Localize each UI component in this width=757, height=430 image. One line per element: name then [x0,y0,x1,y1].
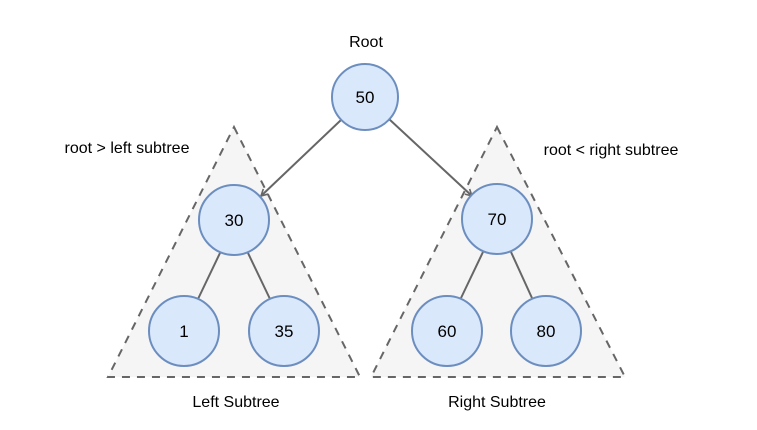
node-value: 35 [275,322,294,341]
node-value: 60 [438,322,457,341]
edge-70-to-60 [460,251,484,299]
right-subtree-child-node-1: 60 [411,295,483,367]
left-subtree-label: Left Subtree [192,394,279,411]
right-subtree-label: Right Subtree [448,394,546,411]
left-subtree-root-node: 30 [198,184,270,256]
edge-30-to-35 [247,252,271,300]
left-subtree-child-node-2: 35 [248,295,320,367]
node-circle [461,183,533,255]
node-circle [411,295,483,367]
left-subtree-child-node-1: 1 [148,295,220,367]
right-subtree-root-node: 70 [461,183,533,255]
edge-root-to-left-subtree [259,119,342,198]
root-label: Root [349,34,383,51]
node-circle [331,63,399,131]
edge-30-to-1 [197,252,221,300]
node-value: 50 [356,88,375,107]
right-subtree-child-node-2: 80 [510,295,582,367]
edge-root-to-right-subtree [388,118,474,198]
edge-70-to-80 [510,251,533,299]
node-value: 70 [488,210,507,229]
right-subtree-annotation: root < right subtree [544,142,679,159]
root-node: 50 [331,63,399,131]
node-value: 30 [225,211,244,230]
node-circle [198,184,270,256]
node-value: 1 [179,322,188,341]
node-circle [510,295,582,367]
node-circle [248,295,320,367]
node-value: 80 [537,322,556,341]
left-subtree-annotation: root > left subtree [65,140,190,157]
node-circle [148,295,220,367]
